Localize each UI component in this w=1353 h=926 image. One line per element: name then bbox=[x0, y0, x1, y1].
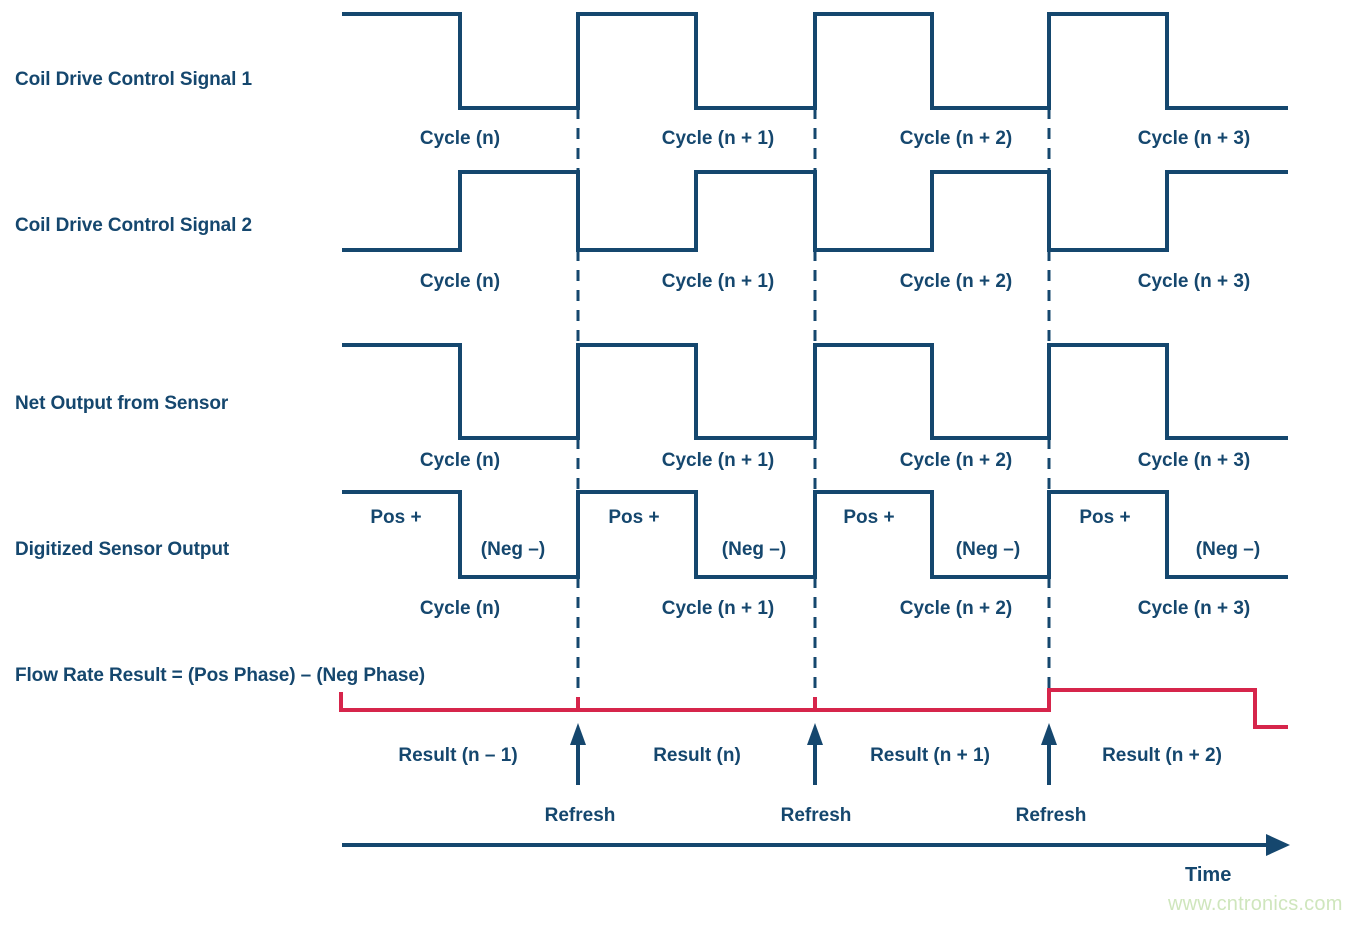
row-label-digitized-sensor-output: Digitized Sensor Output bbox=[15, 539, 230, 560]
refresh-label-3: Refresh bbox=[1015, 805, 1087, 826]
result-label-n: Result (n) bbox=[653, 745, 741, 766]
row-label-coil-drive-control-signal-1: Coil Drive Control Signal 1 bbox=[15, 69, 252, 90]
cycle-label-row1-n3: Cycle (n + 3) bbox=[1137, 128, 1251, 149]
time-axis-label: Time bbox=[1185, 864, 1232, 886]
cycle-label-row3-n1: Cycle (n + 1) bbox=[661, 450, 775, 471]
waveform-coil-drive-control-signal-2 bbox=[342, 170, 1288, 252]
waveform-flow-rate-result bbox=[339, 688, 1288, 729]
cycle-label-row4-n2: Cycle (n + 2) bbox=[899, 598, 1013, 619]
phase-label-neg-3: (Neg –) bbox=[955, 539, 1021, 560]
result-label-n-plus-1: Result (n + 1) bbox=[870, 745, 990, 766]
phase-label-pos-2: Pos + bbox=[608, 507, 660, 528]
phase-label-neg-1: (Neg –) bbox=[480, 539, 546, 560]
cycle-label-row4-n3: Cycle (n + 3) bbox=[1137, 598, 1251, 619]
phase-label-neg-2: (Neg –) bbox=[721, 539, 787, 560]
cycle-label-row1-n1: Cycle (n + 1) bbox=[661, 128, 775, 149]
phase-label-neg-4: (Neg –) bbox=[1195, 539, 1261, 560]
row-label-flow-rate-result: Flow Rate Result = (Pos Phase) – (Neg Ph… bbox=[15, 665, 426, 686]
cycle-label-row2-n2: Cycle (n + 2) bbox=[899, 271, 1013, 292]
cycle-label-row2-n1: Cycle (n + 1) bbox=[661, 271, 775, 292]
phase-label-pos-3: Pos + bbox=[843, 507, 895, 528]
waveform-digitized-sensor-output bbox=[342, 490, 1288, 579]
row-label-coil-drive-control-signal-2: Coil Drive Control Signal 2 bbox=[15, 215, 252, 236]
cycle-label-row2-n: Cycle (n) bbox=[419, 271, 501, 292]
phase-label-pos-1: Pos + bbox=[370, 507, 422, 528]
waveform-net-output-from-sensor bbox=[342, 343, 1288, 440]
time-axis-arrow bbox=[342, 834, 1290, 856]
result-label-n-minus-1: Result (n – 1) bbox=[398, 745, 518, 766]
cycle-label-row3-n: Cycle (n) bbox=[419, 450, 501, 471]
cycle-label-row3-n3: Cycle (n + 3) bbox=[1137, 450, 1251, 471]
cycle-label-row2-n3: Cycle (n + 3) bbox=[1137, 271, 1251, 292]
refresh-arrow-1 bbox=[570, 723, 586, 785]
cycle-label-row4-n1: Cycle (n + 1) bbox=[661, 598, 775, 619]
cycle-label-row4-n: Cycle (n) bbox=[419, 598, 501, 619]
cycle-label-row1-n2: Cycle (n + 2) bbox=[899, 128, 1013, 149]
waveform-coil-drive-control-signal-1 bbox=[342, 12, 1288, 110]
refresh-arrow-3 bbox=[1041, 723, 1057, 785]
refresh-arrow-2 bbox=[807, 723, 823, 785]
refresh-label-2: Refresh bbox=[780, 805, 852, 826]
row-label-net-output-from-sensor: Net Output from Sensor bbox=[15, 393, 229, 414]
refresh-label-1: Refresh bbox=[544, 805, 616, 826]
result-label-n-plus-2: Result (n + 2) bbox=[1102, 745, 1222, 766]
phase-label-pos-4: Pos + bbox=[1079, 507, 1131, 528]
watermark-text: www.cntronics.com bbox=[1168, 893, 1343, 915]
cycle-label-row1-n: Cycle (n) bbox=[419, 128, 501, 149]
cycle-label-row3-n2: Cycle (n + 2) bbox=[899, 450, 1013, 471]
